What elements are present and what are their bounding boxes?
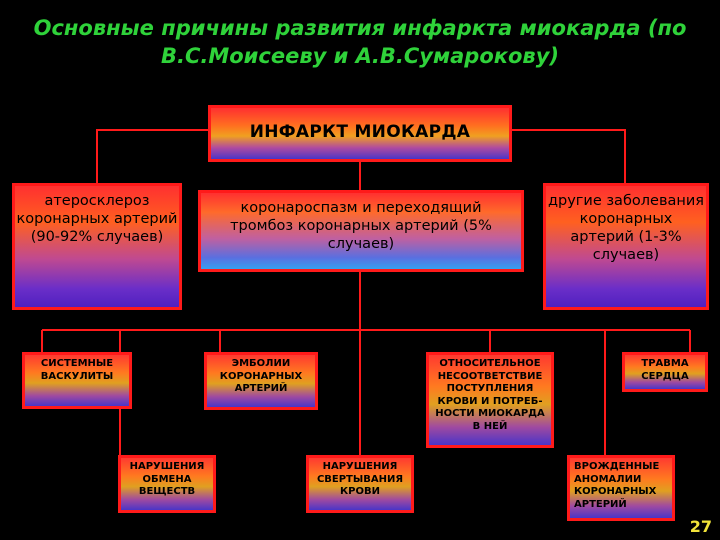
- atherosclerosis-node-box: атеросклероз коронарных артерий (90-92% …: [12, 183, 182, 310]
- coagulation-node-box: НАРУШЕНИЯ СВЕРТЫВАНИЯ КРОВИ: [306, 455, 414, 513]
- other-node-box: другие заболевания коронарных артерий (1…: [543, 183, 709, 310]
- main-node-box: ИНФАРКТ МИОКАРДА: [208, 105, 512, 162]
- other-node-label: другие заболевания коронарных артерий (1…: [547, 193, 705, 263]
- atherosclerosis-node-label: атеросклероз коронарных артерий (90-92% …: [16, 193, 178, 245]
- page-title: Основные причины развития инфаркта миока…: [33, 16, 687, 68]
- main-node-label: ИНФАРКТ МИОКАРДА: [249, 122, 471, 142]
- embolism-node-label: ЭМБОЛИИ КОРОНАРНЫХ АРТЕРИЙ: [219, 358, 303, 394]
- metabolism-node-box: НАРУШЕНИЯ ОБМЕНА ВЕЩЕСТВ: [118, 455, 216, 513]
- congenital-node-box: ВРОЖДЕННЫЕ АНОМАЛИИ КОРОНАРНЫХ АРТЕРИЙ: [567, 455, 675, 521]
- spasm-node-box: коронароспазм и переходящий тромбоз коро…: [198, 190, 524, 272]
- embolism-node-box: ЭМБОЛИИ КОРОНАРНЫХ АРТЕРИЙ: [204, 352, 318, 410]
- trauma-node-label: ТРАВМА СЕРДЦА: [641, 358, 689, 382]
- vasculitis-node-box: СИСТЕМНЫЕ ВАСКУЛИТЫ: [22, 352, 132, 409]
- spasm-node-label: коронароспазм и переходящий тромбоз коро…: [230, 200, 492, 252]
- connector-main-other: [510, 129, 626, 183]
- coagulation-node-label: НАРУШЕНИЯ СВЕРТЫВАНИЯ КРОВИ: [316, 461, 404, 497]
- congenital-node-label: ВРОЖДЕННЫЕ АНОМАЛИИ КОРОНАРНЫХ АРТЕРИЙ: [574, 461, 660, 510]
- mismatch-node-box: ОТНОСИТЕЛЬНОЕ НЕСООТВЕТСТВИЕ ПОСТУПЛЕНИЯ…: [426, 352, 554, 448]
- trauma-node-box: ТРАВМА СЕРДЦА: [622, 352, 708, 392]
- mismatch-node-label: ОТНОСИТЕЛЬНОЕ НЕСООТВЕТСТВИЕ ПОСТУПЛЕНИЯ…: [435, 358, 545, 432]
- metabolism-node-label: НАРУШЕНИЯ ОБМЕНА ВЕЩЕСТВ: [129, 461, 205, 497]
- page-number: 27: [689, 517, 712, 536]
- vasculitis-node-label: СИСТЕМНЫЕ ВАСКУЛИТЫ: [40, 358, 114, 382]
- connector-main-atherosclerosis: [96, 129, 210, 183]
